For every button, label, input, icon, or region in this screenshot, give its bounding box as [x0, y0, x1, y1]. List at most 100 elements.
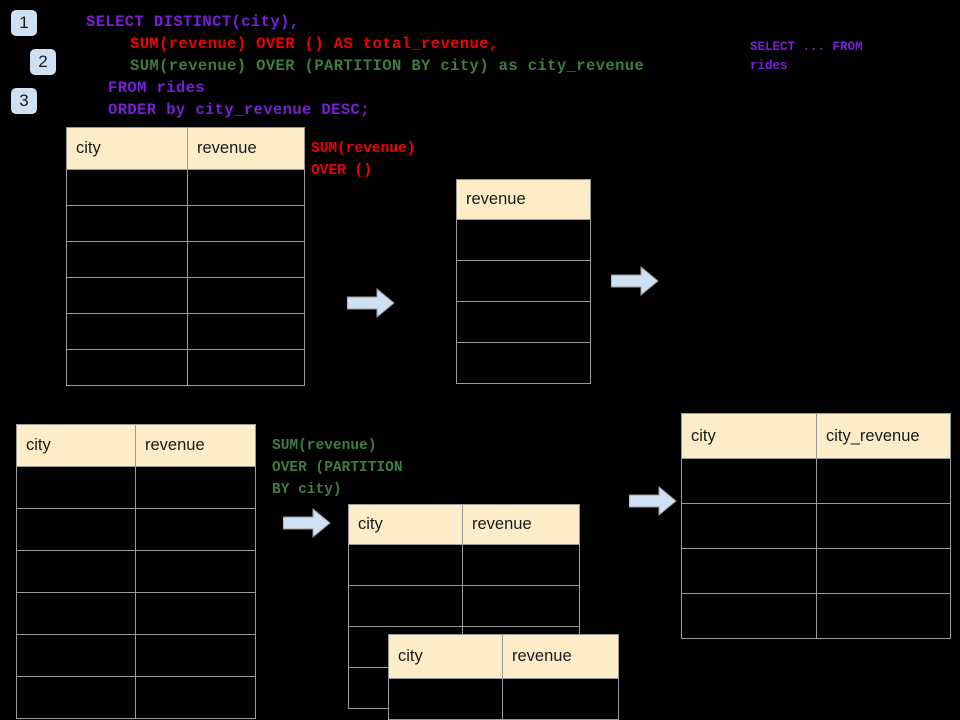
sql-line-city-revenue: SUM(revenue) OVER (PARTITION BY city) as… [130, 57, 645, 75]
annotation-over-partition-line-3: BY city) [272, 482, 342, 498]
table-row [456, 301, 591, 343]
cell-city [16, 592, 136, 635]
cell-revenue [187, 313, 305, 350]
annotation-over-empty-line-2: OVER () [311, 163, 372, 179]
cell-revenue [135, 508, 256, 551]
column-header-revenue: revenue [502, 634, 619, 679]
cell-revenue [456, 301, 591, 343]
table-row [16, 550, 256, 593]
table-result: city city_revenue [681, 413, 951, 639]
cell-revenue [135, 550, 256, 593]
sql-line-order-by: ORDER by city_revenue DESC; [108, 101, 370, 119]
cell-city [388, 678, 503, 720]
cell-city [348, 544, 463, 586]
table-total-revenue: revenue [456, 179, 591, 384]
cell-city [66, 169, 188, 206]
table-row [66, 349, 305, 386]
table-header-row: revenue [456, 179, 591, 220]
table-row [456, 260, 591, 302]
arrow-right-icon-1 [347, 288, 395, 319]
cell-city [16, 634, 136, 677]
table-row [16, 592, 256, 635]
cell-city [16, 466, 136, 509]
cell-revenue [187, 205, 305, 242]
table-row [348, 544, 580, 586]
table-row [66, 313, 305, 350]
cell-city [66, 277, 188, 314]
table-header-row: city city_revenue [681, 413, 951, 459]
cell-city [681, 503, 817, 549]
sql-line-total-revenue: SUM(revenue) OVER () AS total_revenue, [130, 35, 499, 53]
table-row [66, 205, 305, 242]
sql-line-from: FROM rides [108, 79, 206, 97]
cell-revenue [502, 678, 619, 720]
table-row [681, 548, 951, 594]
table-rides-top: city revenue [66, 127, 305, 386]
cell-revenue [456, 342, 591, 384]
table-row [681, 593, 951, 639]
table-row [456, 219, 591, 261]
table-row [66, 169, 305, 206]
cell-revenue [456, 219, 591, 261]
cell-city-revenue [816, 503, 951, 549]
table-row [66, 277, 305, 314]
side-note-line-1: SELECT ... FROM [750, 40, 863, 54]
cell-revenue [456, 260, 591, 302]
cell-revenue [187, 349, 305, 386]
table-row [348, 585, 580, 627]
step-badge-1[interactable]: 1 [11, 10, 37, 36]
column-header-city: city [66, 127, 188, 170]
cell-city [16, 676, 136, 719]
column-header-city: city [681, 413, 817, 459]
cell-city [681, 548, 817, 594]
arrow-right-icon-2 [611, 266, 659, 297]
cell-revenue [187, 241, 305, 278]
cell-revenue [135, 592, 256, 635]
arrow-right-icon-3 [283, 508, 331, 539]
annotation-over-partition-line-1: SUM(revenue) [272, 438, 377, 454]
step-badge-2[interactable]: 2 [30, 49, 56, 75]
annotation-over-partition-line-2: OVER (PARTITION [272, 460, 403, 476]
table-row [681, 458, 951, 504]
column-header-city: city [388, 634, 503, 679]
table-header-row: city revenue [388, 634, 619, 679]
column-header-city: city [348, 504, 463, 545]
cell-city [66, 241, 188, 278]
cell-city-revenue [816, 593, 951, 639]
table-row [456, 342, 591, 384]
table-partition-b: city revenue [388, 634, 619, 720]
table-header-row: city revenue [348, 504, 580, 545]
cell-city [66, 349, 188, 386]
cell-city [348, 585, 463, 627]
table-row [66, 241, 305, 278]
sql-line-select: SELECT DISTINCT(city), [86, 13, 300, 31]
cell-city-revenue [816, 548, 951, 594]
arrow-right-icon-4 [629, 486, 677, 517]
table-header-row: city revenue [66, 127, 305, 170]
cell-revenue [135, 634, 256, 677]
table-row [388, 678, 619, 720]
column-header-city-revenue: city_revenue [816, 413, 951, 459]
step-badge-3[interactable]: 3 [11, 88, 37, 114]
cell-city [66, 205, 188, 242]
cell-city [681, 458, 817, 504]
annotation-over-empty-line-1: SUM(revenue) [311, 141, 416, 157]
column-header-city: city [16, 424, 136, 467]
table-row [16, 508, 256, 551]
table-rides-bottom: city revenue [16, 424, 256, 719]
cell-city [16, 508, 136, 551]
cell-revenue [135, 466, 256, 509]
column-header-revenue: revenue [135, 424, 256, 467]
cell-city [681, 593, 817, 639]
cell-revenue [187, 169, 305, 206]
column-header-revenue: revenue [456, 179, 591, 220]
cell-revenue [462, 585, 580, 627]
column-header-revenue: revenue [187, 127, 305, 170]
cell-city [66, 313, 188, 350]
table-row [16, 634, 256, 677]
side-note-line-2: rides [750, 59, 788, 73]
table-row [681, 503, 951, 549]
table-header-row: city revenue [16, 424, 256, 467]
table-row [16, 466, 256, 509]
